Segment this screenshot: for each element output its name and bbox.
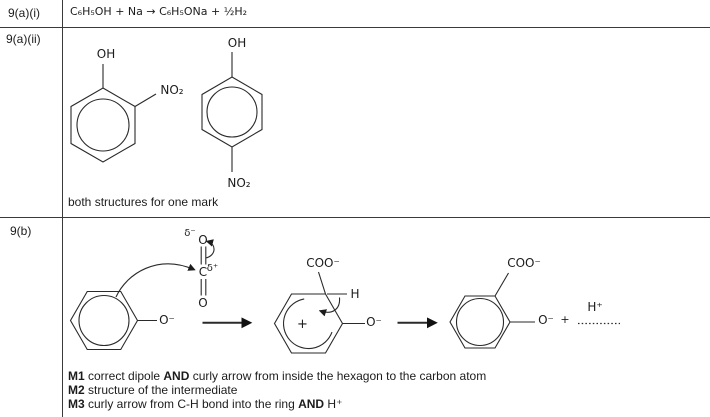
ring-attack-curly-arrow	[115, 263, 196, 298]
mark-and: AND	[163, 369, 190, 383]
row-divider-1	[0, 27, 710, 28]
row-divider-2	[0, 217, 710, 218]
plus-sign: +	[560, 313, 570, 326]
intermediate-o-minus-label: O⁻	[366, 315, 382, 329]
both-structures-caption: both structures for one mark	[68, 195, 219, 209]
para-nitrophenol-skeleton	[201, 52, 263, 172]
mark-text: curly arrow from inside the hexagon to t…	[189, 369, 487, 383]
phenoxide-skeleton	[69, 290, 157, 351]
question-number-9b: 9(b)	[10, 224, 32, 238]
mark-text: structure of the intermediate	[84, 383, 238, 397]
mark-and: AND	[298, 397, 325, 411]
intermediate-coo-label: COO⁻	[306, 256, 340, 270]
mark-text: correct dipole	[84, 369, 164, 383]
co2-top-oxygen-label: O	[198, 233, 208, 247]
ortho-oh-label: OH	[96, 47, 116, 61]
equation-phenol-sodium: C₆H₅OH + Na → C₆H₅ONa + ½H₂	[70, 5, 248, 18]
pi-bond-curly-arrow	[205, 239, 215, 259]
product-skeleton	[449, 272, 620, 349]
mark-code-m1: M1	[68, 369, 85, 383]
mark-line-m1: M1 correct dipole AND curly arrow from i…	[68, 369, 688, 383]
question-number-9ai: 9(a)(i)	[8, 6, 40, 20]
product-o-minus-label: O⁻	[538, 313, 554, 327]
mark-code-m2: M2	[68, 383, 85, 397]
co2-molecule	[200, 239, 215, 296]
co2-bottom-oxygen-label: O	[198, 296, 208, 310]
table-column-divider	[62, 0, 63, 417]
broken-ring-arc	[283, 298, 333, 350]
marking-points: M1 correct dipole AND curly arrow from i…	[68, 369, 688, 411]
question-number-9aii: 9(a)(ii)	[6, 32, 41, 46]
mark-line-m3: M3 curly arrow from C-H bond into the ri…	[68, 397, 688, 411]
mark-text: curly arrow from C-H bond into the ring	[84, 397, 299, 411]
intermediate-h-label: H	[350, 287, 360, 301]
phenoxide-o-minus-label: O⁻	[159, 313, 175, 327]
ch-bond-curly-arrow	[318, 297, 341, 317]
ring-positive-charge-label: +	[297, 317, 308, 332]
delta-minus-label: δ⁻	[184, 228, 196, 239]
product-coo-label: COO⁻	[507, 256, 541, 270]
mark-text: H⁺	[324, 397, 343, 411]
para-oh-label: OH	[227, 36, 247, 50]
co2-carbon-label: C	[198, 265, 208, 279]
ortho-nitrophenol-skeleton	[70, 64, 157, 163]
mark-line-m2: M2 structure of the intermediate	[68, 383, 688, 397]
h-plus-label: H⁺	[587, 300, 603, 314]
intermediate-skeleton	[273, 271, 365, 354]
delta-plus-label: δ⁺	[206, 263, 219, 274]
ortho-no2-label: NO₂	[160, 83, 184, 97]
para-no2-label: NO₂	[227, 176, 251, 190]
mark-code-m3: M3	[68, 397, 85, 411]
